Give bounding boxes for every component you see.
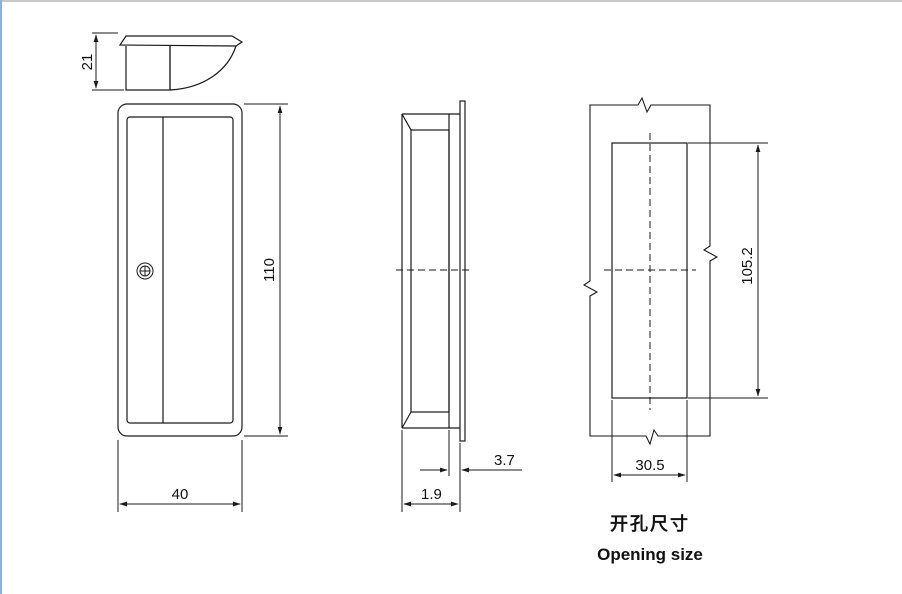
dim-label-30-5: 30.5 bbox=[635, 457, 664, 474]
dim-flange bbox=[420, 430, 522, 512]
dim-depth bbox=[401, 430, 459, 512]
dim-label-3-7: 3.7 bbox=[494, 452, 515, 469]
dim-length bbox=[244, 103, 288, 437]
side-profile-view bbox=[118, 35, 244, 91]
panel-outline bbox=[582, 96, 719, 446]
opening-title-en: Opening size bbox=[597, 545, 703, 564]
opening-title-cn: 开孔尺寸 bbox=[610, 513, 690, 534]
screw-icon bbox=[136, 262, 154, 280]
section-view bbox=[401, 100, 466, 442]
dim-label-110: 110 bbox=[261, 258, 278, 282]
dim-height-small bbox=[92, 32, 124, 91]
dim-label-105-2: 105.2 bbox=[739, 247, 756, 285]
dim-cutout-width bbox=[611, 400, 688, 482]
dim-cutout-length bbox=[688, 142, 768, 399]
dim-label-1-9: 1.9 bbox=[421, 486, 442, 503]
dim-width bbox=[117, 440, 243, 512]
front-view bbox=[117, 103, 243, 437]
cutout-centerlines bbox=[604, 133, 696, 410]
dim-label-40: 40 bbox=[172, 486, 189, 503]
dim-label-21: 21 bbox=[79, 54, 96, 71]
